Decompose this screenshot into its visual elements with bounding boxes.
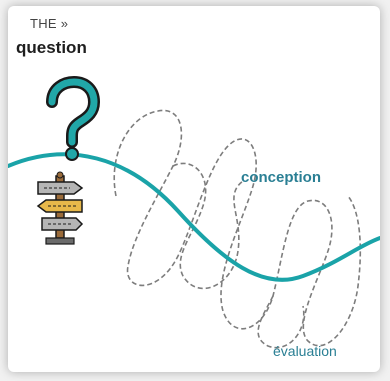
question-mark-icon: [46, 75, 101, 161]
signpost-icon: [36, 171, 84, 245]
label-conception: conception: [241, 169, 322, 186]
diagram-title: question: [16, 38, 87, 57]
diagram-canvas: [8, 75, 380, 349]
dashed-loop-2: [172, 162, 244, 290]
diagram-card: THE » question conception évaluation: [8, 6, 380, 372]
kicker-text: THE »: [30, 16, 69, 31]
dashed-loop-3: [257, 295, 305, 349]
label-evaluation: évaluation: [273, 343, 337, 359]
wave-line: [8, 152, 380, 282]
dashed-exploration-path: [113, 109, 362, 349]
dashed-loop-1: [113, 109, 362, 347]
